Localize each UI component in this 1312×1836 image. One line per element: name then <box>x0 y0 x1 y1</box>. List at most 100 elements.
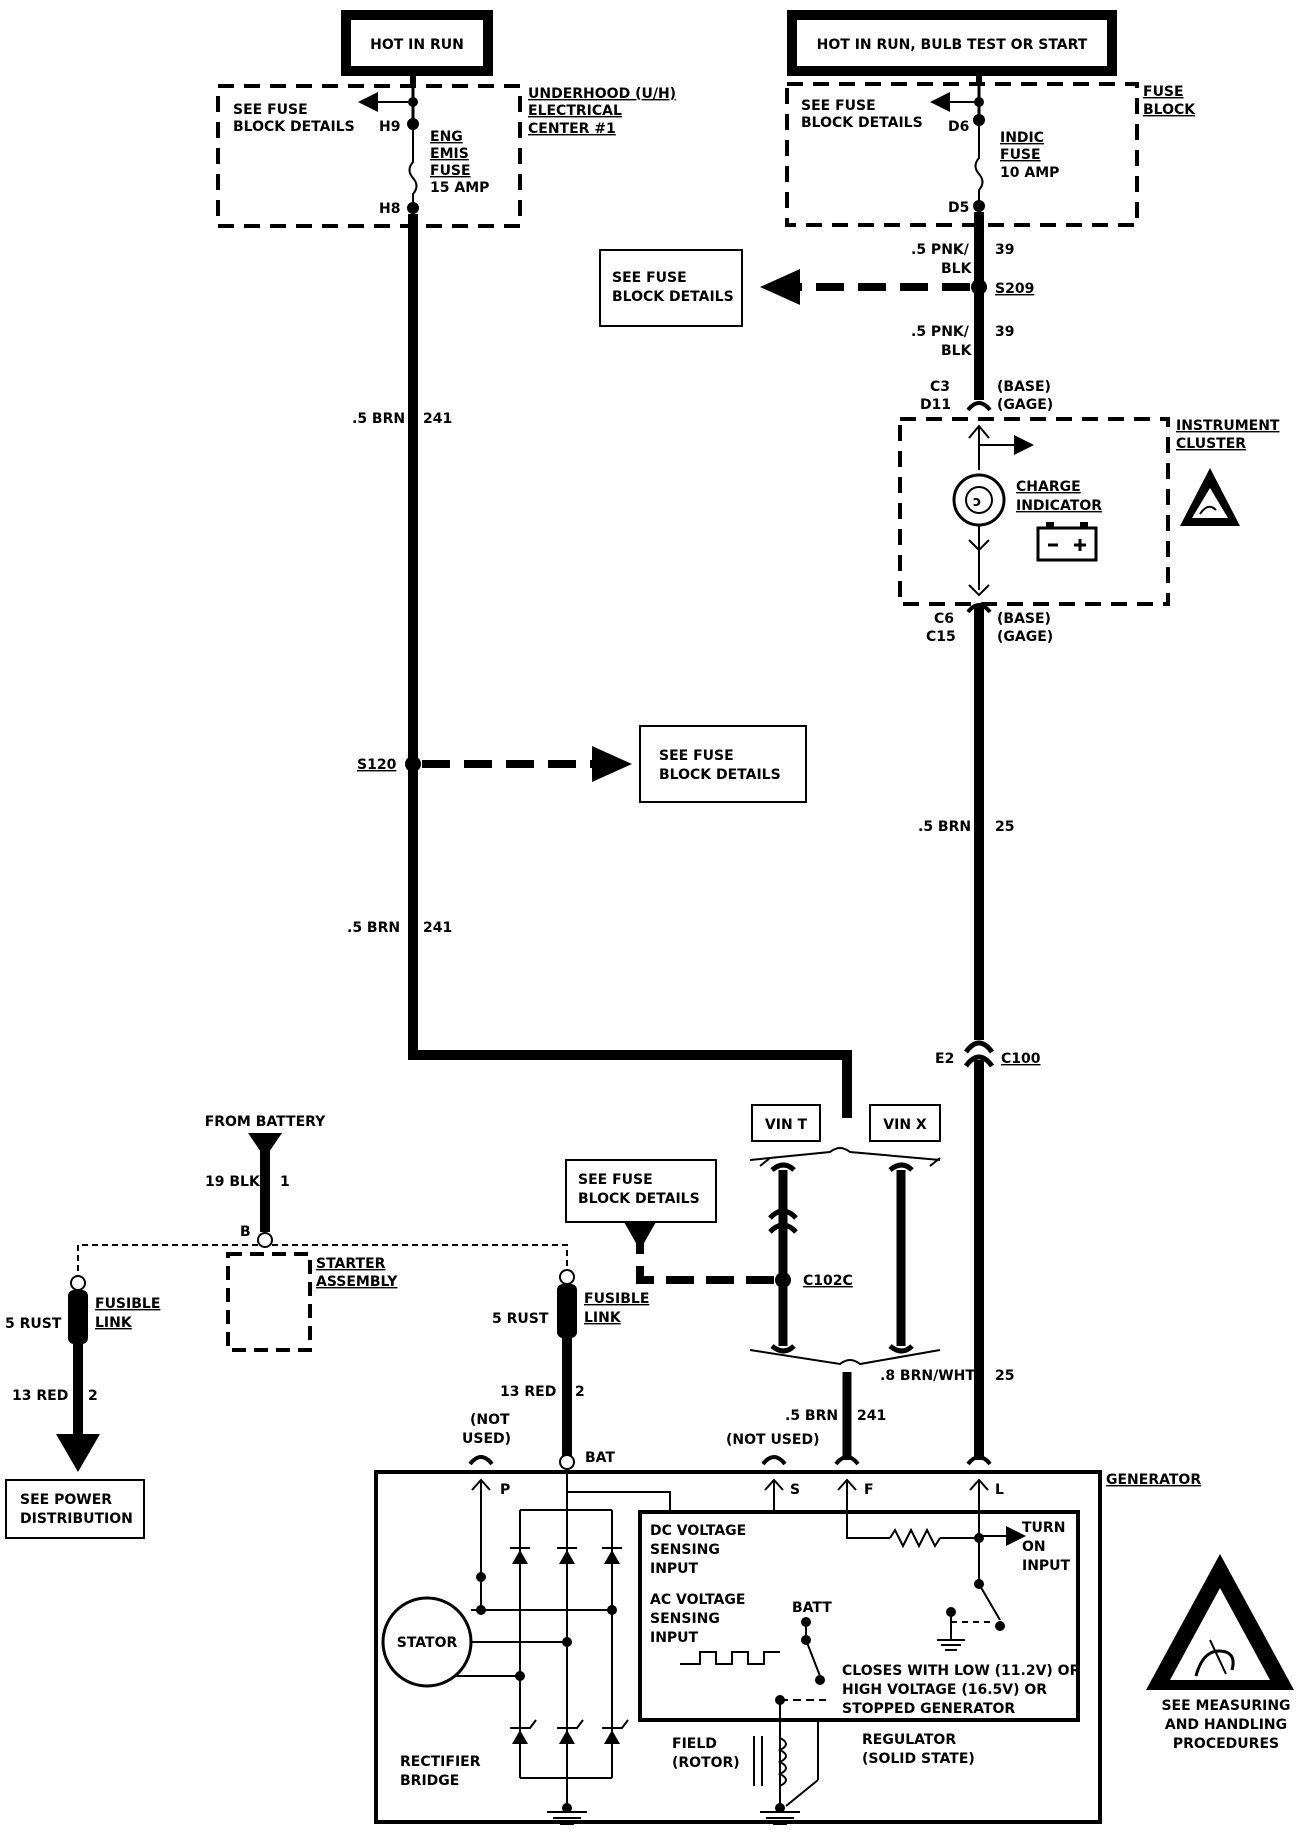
svg-text:STOPPED GENERATOR: STOPPED GENERATOR <box>842 1701 1015 1717</box>
svg-text:SEE FUSE: SEE FUSE <box>801 98 876 114</box>
svg-text:BLOCK DETAILS: BLOCK DETAILS <box>612 289 734 305</box>
svg-text:(ROTOR): (ROTOR) <box>672 1755 740 1771</box>
see-fuse-box-3: SEE FUSE BLOCK DETAILS <box>565 1159 717 1223</box>
see-fuse-box-2: SEE FUSE BLOCK DETAILS <box>639 725 807 803</box>
svg-text:39: 39 <box>995 242 1014 258</box>
svg-text:39: 39 <box>995 324 1014 340</box>
svg-text:ON: ON <box>1022 1539 1046 1555</box>
svg-text:FUSIBLE: FUSIBLE <box>95 1296 160 1312</box>
svg-text:D6: D6 <box>948 119 969 135</box>
svg-text:SENSING: SENSING <box>650 1611 720 1627</box>
svg-text:25: 25 <box>995 1368 1014 1384</box>
esd-warning-icon-small <box>1180 468 1240 526</box>
svg-text:PROCEDURES: PROCEDURES <box>1173 1736 1279 1752</box>
svg-text:S120: S120 <box>357 757 397 773</box>
svg-text:USED): USED) <box>462 1431 511 1447</box>
svg-text:LINK: LINK <box>95 1315 133 1331</box>
svg-text:H8: H8 <box>379 201 400 217</box>
generator: GENERATOR (NOT USED) P BAT (NOT USED) S … <box>374 1412 1201 1825</box>
svg-text:2: 2 <box>88 1388 98 1404</box>
esd-warning-icon: SEE MEASURING AND HANDLING PROCEDURES <box>1146 1554 1294 1752</box>
svg-text:FUSE: FUSE <box>430 163 471 179</box>
svg-text:STATOR: STATOR <box>397 1635 458 1651</box>
svg-text:INDICATOR: INDICATOR <box>1016 498 1102 514</box>
svg-text:FUSE: FUSE <box>1000 147 1041 163</box>
svg-text:GENERATOR: GENERATOR <box>1106 1472 1201 1488</box>
svg-text:15 AMP: 15 AMP <box>430 180 489 196</box>
fuse-block: SEE FUSE BLOCK DETAILS D6 D5 INDIC FUSE … <box>785 76 1196 227</box>
svg-text:(SOLID STATE): (SOLID STATE) <box>862 1751 975 1767</box>
ground-icon <box>547 1811 587 1825</box>
wire-241-brn: .5 BRN 241 .5 BRN 241 <box>347 214 852 1118</box>
svg-text:19 BLK: 19 BLK <box>205 1174 261 1190</box>
svg-text:HIGH VOLTAGE (16.5V) OR: HIGH VOLTAGE (16.5V) OR <box>842 1682 1047 1698</box>
svg-text:13 RED: 13 RED <box>500 1384 556 1400</box>
svg-text:VIN T: VIN T <box>765 1117 808 1133</box>
instrument-cluster: C3 D11 (BASE) (GAGE) ↄ CHARGE INDICATOR … <box>898 379 1280 645</box>
ground-icon <box>760 1811 800 1825</box>
vin-section: VIN T VIN X <box>749 1104 941 1366</box>
svg-text:INPUT: INPUT <box>650 1561 699 1577</box>
svg-text:BATT: BATT <box>792 1600 832 1616</box>
svg-text:.8 BRN/WHT: .8 BRN/WHT <box>880 1368 975 1384</box>
svg-text:BLOCK: BLOCK <box>1143 102 1196 118</box>
svg-text:TURN: TURN <box>1022 1520 1065 1536</box>
svg-text:(GAGE): (GAGE) <box>997 397 1053 413</box>
svg-text:.5 PNK/: .5 PNK/ <box>911 324 970 340</box>
svg-text:REGULATOR: REGULATOR <box>862 1732 956 1748</box>
svg-text:HOT IN RUN: HOT IN RUN <box>370 37 464 53</box>
svg-text:ENG: ENG <box>430 129 463 145</box>
fusible-link-left: 5 RUST FUSIBLE LINK 13 RED 2 <box>5 1275 160 1472</box>
battery-icon <box>1036 522 1098 562</box>
svg-text:INPUT: INPUT <box>1022 1558 1071 1574</box>
connector-c100: E2 C100 <box>935 1040 1041 1068</box>
svg-text:CLOSES WITH LOW (11.2V) OR: CLOSES WITH LOW (11.2V) OR <box>842 1663 1081 1679</box>
wire-39-pnk-blk: .5 PNK/ BLK 39 .5 PNK/ BLK 39 <box>911 212 1014 400</box>
svg-text:CLUSTER: CLUSTER <box>1176 436 1246 452</box>
svg-text:C100: C100 <box>1001 1051 1041 1067</box>
svg-text:STARTER: STARTER <box>316 1256 386 1272</box>
svg-text:5 RUST: 5 RUST <box>492 1311 549 1327</box>
svg-text:D11: D11 <box>920 397 951 413</box>
hot-in-run-bulb-test-box: HOT IN RUN, BULB TEST OR START <box>787 10 1117 76</box>
svg-text:DC VOLTAGE: DC VOLTAGE <box>650 1523 746 1539</box>
svg-text:INSTRUMENT: INSTRUMENT <box>1176 418 1280 434</box>
svg-text:CHARGE: CHARGE <box>1016 479 1081 495</box>
svg-text:H9: H9 <box>379 119 400 135</box>
battery-starter: FROM BATTERY 19 BLK 1 B STARTER ASSEMBLY <box>77 1114 568 1352</box>
svg-text:5 RUST: 5 RUST <box>5 1316 62 1332</box>
splice-s209: S209 <box>760 269 1034 305</box>
svg-text:10 AMP: 10 AMP <box>1000 165 1059 181</box>
svg-text:BLOCK DETAILS: BLOCK DETAILS <box>659 767 781 783</box>
splice-c102c: C102C <box>624 1222 853 1289</box>
svg-text:FROM BATTERY: FROM BATTERY <box>205 1114 326 1130</box>
svg-text:(GAGE): (GAGE) <box>997 629 1053 645</box>
svg-text:(NOT: (NOT <box>470 1412 510 1428</box>
hot-in-run-box: HOT IN RUN <box>341 10 493 76</box>
svg-text:.5 BRN: .5 BRN <box>347 920 400 936</box>
svg-text:SEE FUSE: SEE FUSE <box>233 102 308 118</box>
svg-text:1: 1 <box>280 1174 290 1190</box>
svg-text:ASSEMBLY: ASSEMBLY <box>316 1274 398 1290</box>
svg-text:FUSE: FUSE <box>1143 84 1184 100</box>
svg-text:SEE FUSE: SEE FUSE <box>578 1172 653 1188</box>
svg-text:HOT IN RUN, BULB TEST OR START: HOT IN RUN, BULB TEST OR START <box>817 37 1088 53</box>
svg-text:(BASE): (BASE) <box>997 611 1051 627</box>
svg-text:EMIS: EMIS <box>430 146 469 162</box>
svg-text:LINK: LINK <box>584 1310 622 1326</box>
underhood-electrical-center: SEE FUSE BLOCK DETAILS H9 H8 ENG EMIS FU… <box>216 76 676 228</box>
svg-text:P: P <box>500 1482 510 1498</box>
svg-text:SENSING: SENSING <box>650 1542 720 1558</box>
wire-241-to-generator: .5 BRN 241 <box>785 1372 886 1460</box>
svg-text:241: 241 <box>857 1408 886 1424</box>
svg-text:SEE MEASURING: SEE MEASURING <box>1161 1698 1290 1714</box>
svg-text:DISTRIBUTION: DISTRIBUTION <box>20 1511 133 1527</box>
svg-text:ELECTRICAL: ELECTRICAL <box>528 103 622 119</box>
svg-text:FUSIBLE: FUSIBLE <box>584 1291 649 1307</box>
svg-text:RECTIFIER: RECTIFIER <box>400 1754 481 1770</box>
svg-text:C3: C3 <box>930 379 950 395</box>
svg-text:L: L <box>995 1482 1004 1498</box>
svg-text:AND HANDLING: AND HANDLING <box>1165 1717 1287 1733</box>
see-fuse-box-1: SEE FUSE BLOCK DETAILS <box>599 249 743 327</box>
